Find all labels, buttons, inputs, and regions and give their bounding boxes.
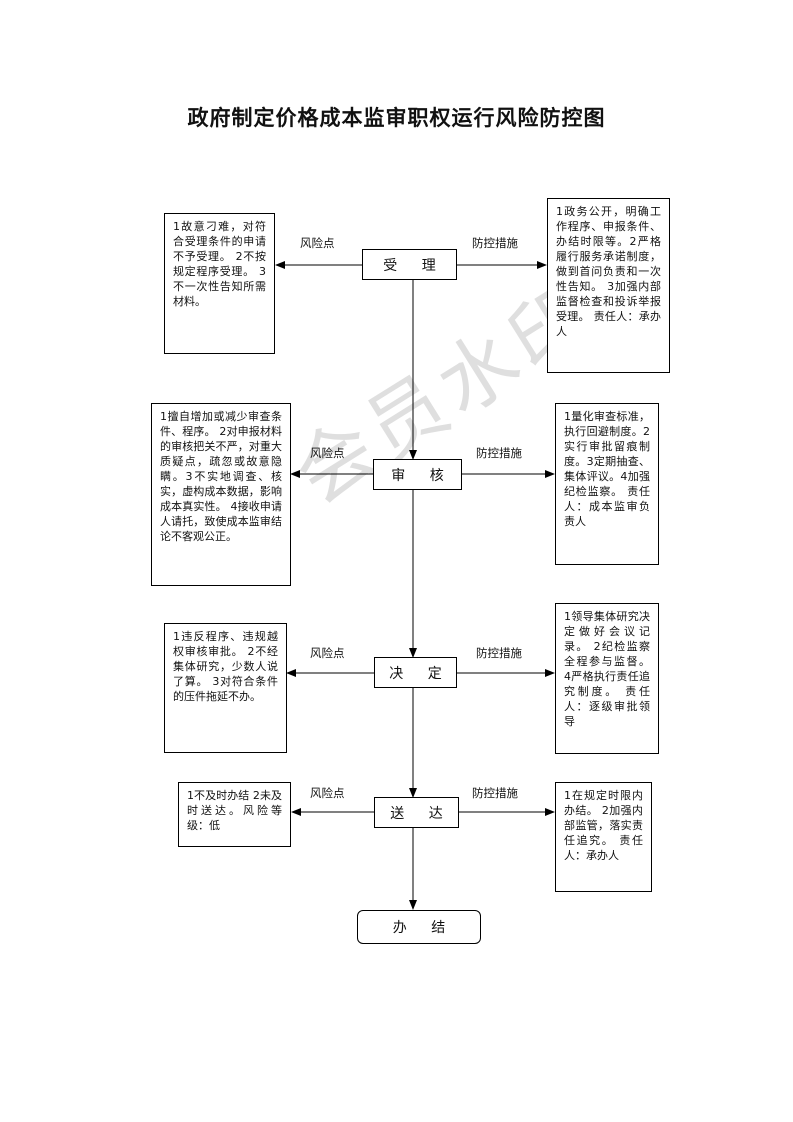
- risk-box-decide: 1违反程序、违规越权审核审批。 2不经集体研究，少数人说了算。 3对符合条件的压…: [164, 623, 287, 753]
- control-label-2: 防控措施: [476, 446, 522, 460]
- risk-label-4: 风险点: [310, 786, 345, 800]
- step-accept: 受 理: [362, 249, 457, 280]
- risk-label-3: 风险点: [310, 646, 345, 660]
- step-review: 审 核: [373, 459, 462, 490]
- control-box-deliver: 1在规定时限内办结。 2加强内部监管，落实责任追究。 责任人：承办人: [555, 782, 652, 892]
- risk-label-2: 风险点: [310, 446, 345, 460]
- risk-label-1: 风险点: [300, 236, 335, 250]
- control-label-3: 防控措施: [476, 646, 522, 660]
- risk-box-deliver: 1不及时办结 2未及时送达。风险等级：低: [178, 782, 291, 847]
- risk-box-review: 1擅自增加或减少审查条件、程序。 2对申报材料的审核把关不严，对重大质疑点，疏忽…: [151, 403, 291, 586]
- control-label-1: 防控措施: [472, 236, 518, 250]
- step-decide: 决 定: [374, 657, 457, 688]
- control-label-4: 防控措施: [472, 786, 518, 800]
- step-complete: 办 结: [357, 910, 481, 944]
- control-box-accept: 1政务公开，明确工作程序、申报条件、办结时限等。2严格履行服务承诺制度，做到首问…: [547, 198, 670, 373]
- step-deliver: 送 达: [374, 797, 459, 828]
- control-box-decide: 1领导集体研究决定做好会议记录。 2纪检监察全程参与监督。 4严格执行责任追究制…: [555, 603, 659, 754]
- page-title: 政府制定价格成本监审职权运行风险防控图: [187, 105, 606, 130]
- risk-box-accept: 1故意刁难，对符合受理条件的申请不予受理。 2不按规定程序受理。 3不一次性告知…: [164, 213, 275, 354]
- control-box-review: 1量化审查标准，执行回避制度。2实行审批留痕制度。3定期抽查、集体评议。4加强纪…: [555, 403, 659, 565]
